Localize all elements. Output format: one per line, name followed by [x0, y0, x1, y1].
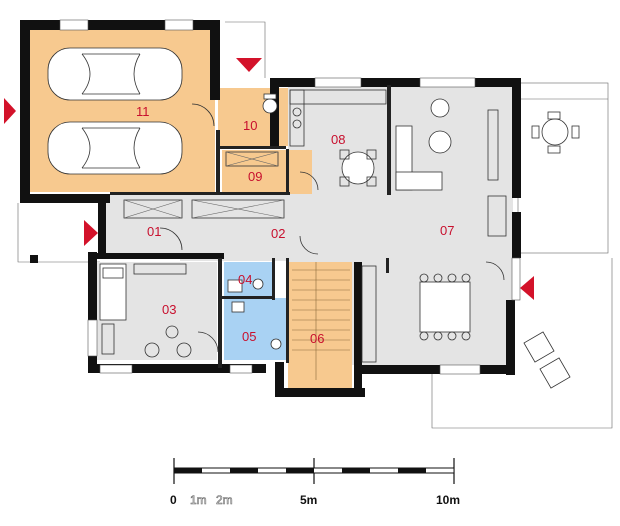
door-swings: [159, 103, 505, 353]
room-label-06: 06: [310, 331, 324, 346]
staircase: [292, 262, 350, 380]
kitchen-counter: [289, 89, 387, 147]
scale-label-1m: 1m: [190, 493, 207, 507]
entrance-arrow-icon: [520, 276, 534, 300]
room-label-07: 07: [440, 223, 454, 238]
scale-label-0: 0: [170, 493, 177, 507]
room-label-04: 04: [238, 272, 252, 287]
dining-table-icon: [361, 265, 471, 363]
walls: [20, 20, 521, 397]
entrance-arrow-icon: [236, 58, 262, 72]
floor-areas: [30, 30, 513, 388]
bed-icon: [99, 263, 192, 358]
entrance-arrow-icon: [84, 220, 98, 246]
dining-table-icon: [531, 111, 580, 154]
storage-shelves: [123, 151, 285, 219]
room-label-03: 03: [162, 302, 176, 317]
dining-table-icon: [339, 149, 377, 187]
room-label-01: 01: [147, 224, 161, 239]
partitions: [110, 85, 391, 368]
terrace-outlines: [17, 21, 613, 429]
scale-label-10m: 10m: [436, 493, 460, 507]
room-label-09: 09: [248, 169, 262, 184]
room-label-02: 02: [271, 226, 285, 241]
floor-storage-09: [222, 150, 312, 194]
room-label-08: 08: [331, 132, 345, 147]
room-label-11: 11: [136, 104, 150, 119]
sofa-icon: [395, 98, 507, 237]
car-icon: [47, 47, 183, 101]
floor-stair-06: [288, 262, 352, 388]
room-label-05: 05: [242, 329, 256, 344]
floor-corridor-02: [180, 195, 390, 261]
car-icon: [47, 121, 183, 175]
toilet-icon: [262, 93, 278, 114]
scale-label-2m: 2m: [216, 493, 233, 507]
scale-bar: [173, 458, 455, 484]
entrance-arrow-icon: [4, 98, 16, 124]
scale-label-5m: 5m: [300, 493, 317, 507]
lounge-chair-icon: [523, 331, 571, 389]
room-label-10: 10: [243, 118, 257, 133]
windows: [59, 19, 521, 375]
toilet-icon: [227, 278, 282, 350]
